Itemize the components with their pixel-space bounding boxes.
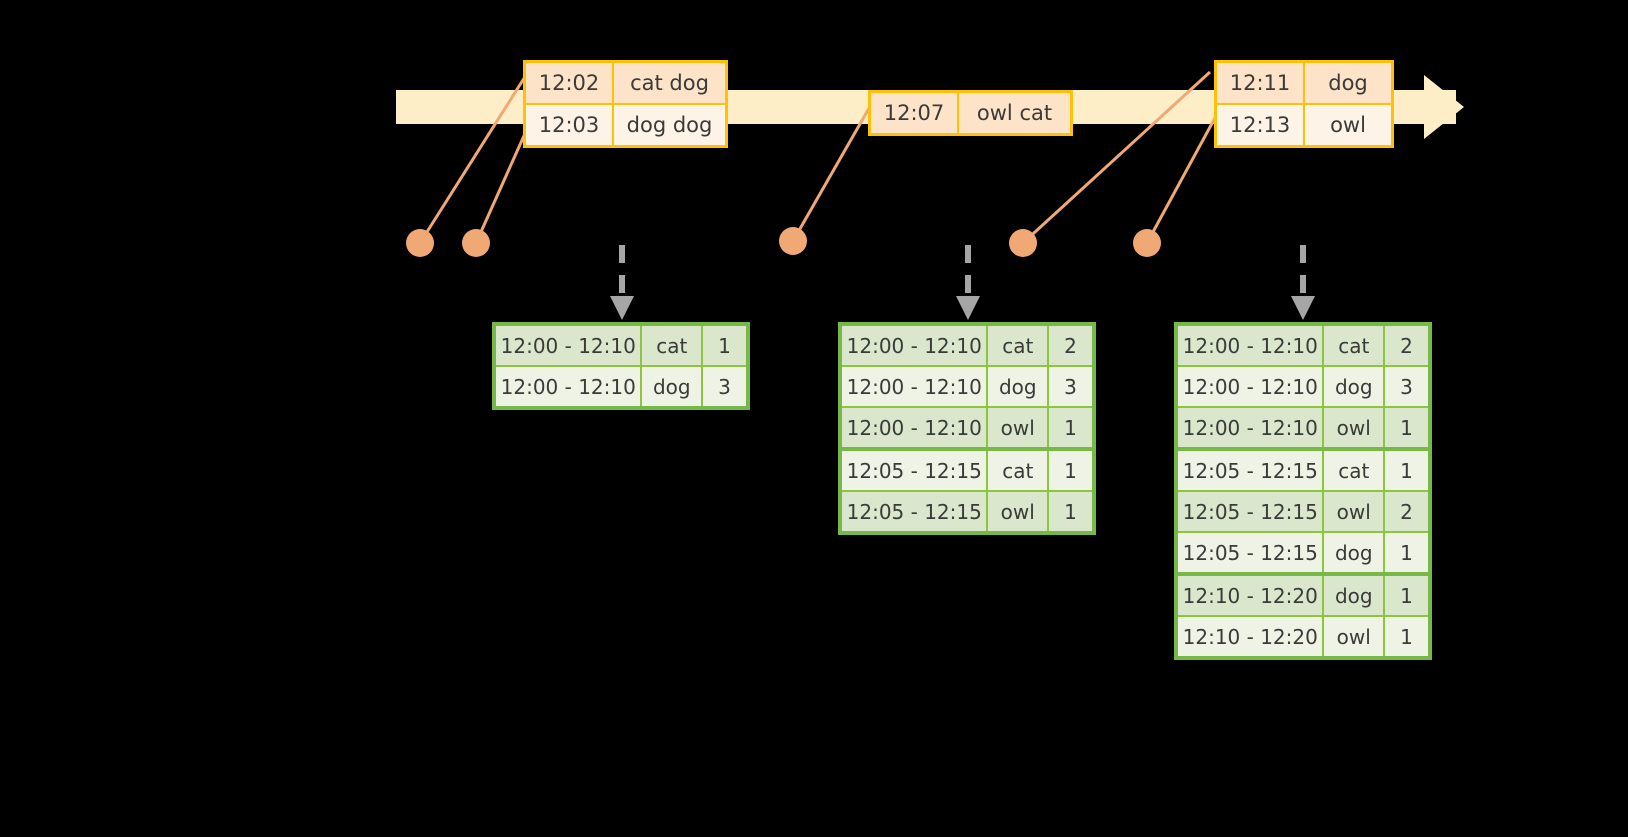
- cell-count: 1: [1064, 499, 1077, 524]
- cell-count: 2: [1400, 333, 1413, 358]
- event-row: 12:02 cat dog: [526, 63, 725, 103]
- cell-word: cat: [988, 451, 1050, 490]
- cell-window-range: 12:05 - 12:15: [1178, 451, 1325, 490]
- cell-count: 3: [718, 374, 731, 399]
- cell-window-range: 12:05 - 12:15: [842, 451, 989, 490]
- cell-window-range: 12:00 - 12:10: [496, 367, 643, 406]
- cell-word: dog: [1324, 367, 1386, 406]
- cell-count: 1: [1064, 415, 1077, 440]
- event-marker-dot-3: [779, 227, 807, 255]
- cell-window-range: 12:05 - 12:15: [842, 492, 989, 531]
- event-row: 12:07 owl cat: [871, 93, 1070, 133]
- event-time: 12:11: [1217, 63, 1305, 103]
- event-words: owl: [1330, 113, 1366, 137]
- cell-count: 1: [1064, 458, 1077, 483]
- cell-count: 1: [718, 333, 731, 358]
- cell-count: 1: [1400, 583, 1413, 608]
- cell-count: 1: [1400, 458, 1413, 483]
- event-words: owl cat: [976, 101, 1053, 125]
- cell-word: cat: [1324, 451, 1386, 490]
- cell-window-range: 12:00 - 12:10: [1178, 408, 1325, 447]
- cell-word: owl: [988, 408, 1050, 447]
- event-box-2: 12:07 owl cat: [868, 90, 1073, 136]
- event-box-1: 12:02 cat dog 12:03 dog dog: [523, 60, 728, 148]
- cell-window-range: 12:00 - 12:10: [1178, 367, 1325, 406]
- cell-count: 2: [1400, 499, 1413, 524]
- event-box-3: 12:11 dog 12:13 owl: [1214, 60, 1394, 148]
- connector-line-5: [1145, 104, 1224, 244]
- event-time: 12:07: [871, 93, 959, 133]
- cell-count: 1: [1400, 624, 1413, 649]
- cell-word: dog: [1324, 576, 1386, 615]
- event-marker-dot-2: [462, 229, 490, 257]
- cell-window-range: 12:05 - 12:15: [1178, 533, 1325, 572]
- cell-count: 1: [1400, 415, 1413, 440]
- cell-window-range: 12:00 - 12:10: [1178, 326, 1325, 365]
- event-row: 12:03 dog dog: [526, 103, 725, 145]
- cell-window-range: 12:10 - 12:20: [1178, 617, 1325, 656]
- cell-word: owl: [988, 492, 1050, 531]
- cell-word: owl: [1324, 408, 1386, 447]
- event-time: 12:02: [526, 63, 614, 103]
- cell-word: dog: [642, 367, 704, 406]
- event-time: 12:13: [1217, 105, 1305, 145]
- cell-word: cat: [642, 326, 704, 365]
- cell-window-range: 12:00 - 12:10: [842, 326, 989, 365]
- event-marker-dot-5: [1133, 229, 1161, 257]
- event-marker-dot-1: [406, 229, 434, 257]
- event-row: 12:13 owl: [1217, 103, 1391, 145]
- cell-word: cat: [988, 326, 1050, 365]
- event-row: 12:11 dog: [1217, 63, 1391, 103]
- cell-window-range: 12:10 - 12:20: [1178, 576, 1325, 615]
- cell-count: 2: [1064, 333, 1077, 358]
- cell-window-range: 12:05 - 12:15: [1178, 492, 1325, 531]
- cell-word: dog: [988, 367, 1050, 406]
- event-time: 12:03: [526, 105, 614, 145]
- cell-word: owl: [1324, 492, 1386, 531]
- event-words: dog: [1328, 71, 1368, 95]
- event-words: dog dog: [626, 113, 713, 137]
- flow-arrow-head-3: [1291, 296, 1315, 320]
- cell-word: cat: [1324, 326, 1386, 365]
- cell-count: 3: [1400, 374, 1413, 399]
- cell-window-range: 12:00 - 12:10: [842, 408, 989, 447]
- flow-arrow-head-2: [956, 296, 980, 320]
- cell-window-range: 12:00 - 12:10: [496, 326, 643, 365]
- cell-count: 3: [1064, 374, 1077, 399]
- cell-word: owl: [1324, 617, 1386, 656]
- event-marker-dot-4: [1009, 229, 1037, 257]
- cell-window-range: 12:00 - 12:10: [842, 367, 989, 406]
- timeline-arrowhead-icon: [1424, 75, 1464, 139]
- flow-arrow-head-1: [610, 296, 634, 320]
- event-words: cat dog: [630, 71, 709, 95]
- cell-word: dog: [1324, 533, 1386, 572]
- cell-count: 1: [1400, 540, 1413, 565]
